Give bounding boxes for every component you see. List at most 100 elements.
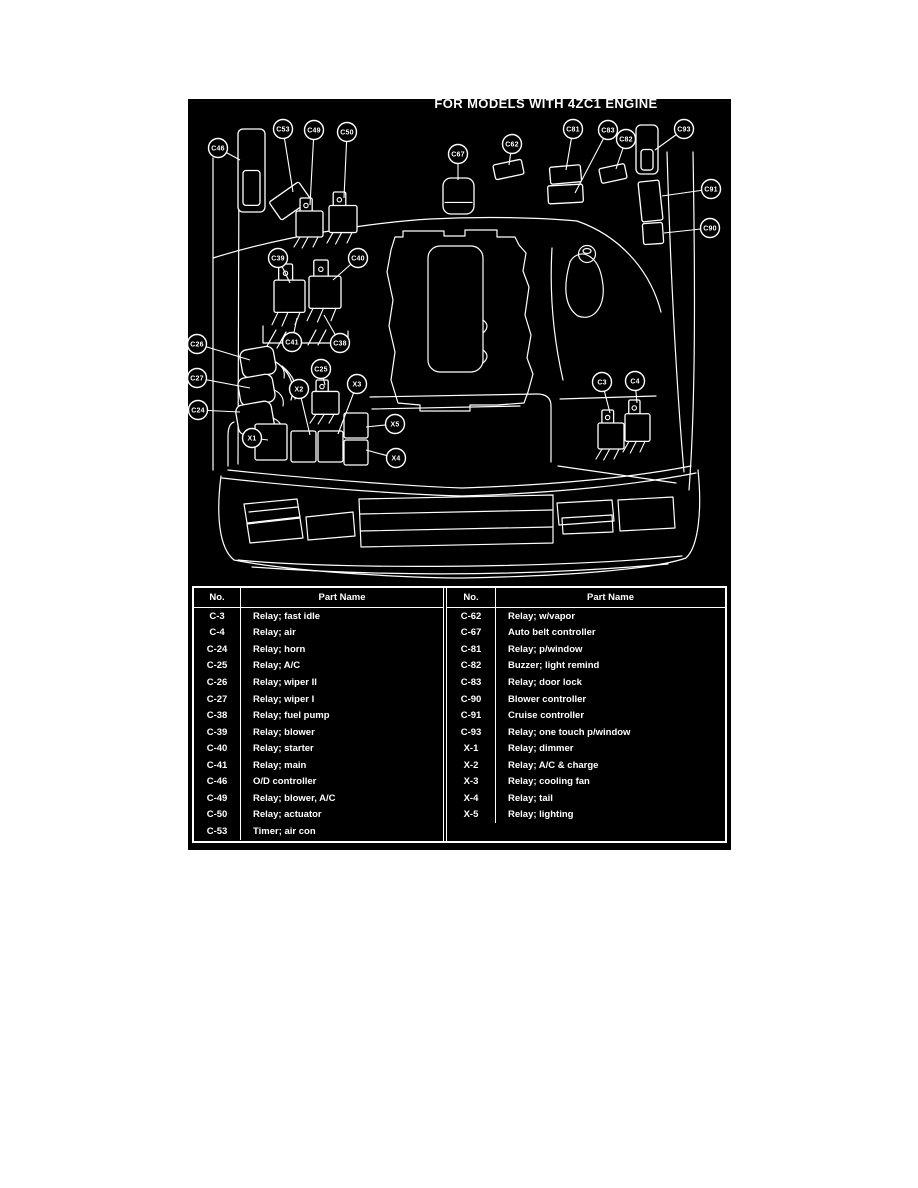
callout-C62: C62: [501, 133, 523, 166]
part-c50-relay: [326, 191, 358, 245]
part-c90-controller: [641, 221, 665, 246]
cell-part-name: Relay; air: [253, 627, 296, 639]
callout-label: C38: [333, 341, 346, 348]
cell-part-name: Relay; p/window: [508, 643, 583, 655]
cell-no: C-27: [194, 690, 241, 708]
cell-no: X-5: [447, 806, 496, 824]
cell-part-name: Relay; fuel pump: [253, 710, 330, 722]
cell-part-name: Relay; A/C: [253, 660, 301, 672]
callout-label: C41: [285, 340, 298, 347]
cell-part-name: Relay; fast idle: [253, 610, 321, 622]
cell-part-name: O/D controller: [253, 776, 317, 788]
callout-X2: X2: [288, 378, 311, 436]
callout-C90: C90: [663, 217, 721, 239]
callout-label: X5: [391, 422, 400, 429]
cell-part-name: Relay; lighting: [508, 809, 574, 821]
cell-part-name: Relay; blower, A/C: [253, 792, 336, 804]
table-row: C-24 Relay; horn: [194, 641, 443, 658]
table-center-divider: [444, 588, 447, 841]
part-c4-relay: [622, 399, 651, 454]
cell-no: X-4: [447, 790, 496, 807]
part-c83-relay: [547, 183, 584, 205]
cell-no: X-3: [447, 773, 496, 791]
callout-label: X3: [353, 382, 362, 389]
table-row: C-62 Relay; w/vapor: [447, 608, 725, 625]
cell-part-name: Relay; wiper I: [253, 693, 315, 705]
table-header-row: No. Part Name: [447, 588, 725, 608]
part-c81-relay: [548, 164, 583, 185]
table-row: C-49 Relay; blower, A/C: [194, 790, 443, 807]
part-c82-buzzer: [598, 163, 628, 184]
callout-label: C24: [191, 408, 204, 415]
table-header-row: No. Part Name: [194, 588, 443, 608]
callout-C53: C53: [272, 118, 294, 193]
part-x4-relay: [343, 439, 369, 466]
callout-C3: C3: [591, 371, 613, 414]
cell-part-name: Relay; one touch p/window: [508, 726, 631, 738]
cell-no: C-49: [194, 790, 241, 807]
table-row: C-25 Relay; A/C: [194, 657, 443, 675]
callout-C49: C49: [303, 119, 325, 206]
callout-label: C93: [677, 127, 690, 134]
part-x3-relay: [317, 430, 344, 463]
cell-part-name: Relay; horn: [253, 643, 306, 655]
callout-C83: C83: [574, 119, 619, 194]
cell-no: C-62: [447, 608, 496, 625]
cell-part-name: Relay; w/vapor: [508, 610, 576, 622]
callout-label: C67: [451, 152, 464, 159]
cell-no: X-2: [447, 756, 496, 774]
cell-no: C-40: [194, 740, 241, 757]
part-c3-relay: [595, 409, 625, 461]
callout-C24: C24: [188, 399, 241, 421]
part-c26-relay: [239, 345, 285, 379]
cell-part-name: Blower controller: [508, 693, 587, 705]
callout-C91: C91: [661, 178, 722, 200]
cell-part-name: Relay; cooling fan: [508, 776, 590, 788]
part-c67-controller: [442, 177, 475, 215]
cell-no: C-25: [194, 657, 241, 675]
callout-label: X2: [295, 387, 304, 394]
part-x5-relay: [343, 412, 369, 439]
diagram-panel: FOR MODELS WITH 4ZC1 ENGINE: [188, 99, 731, 850]
callout-X5: X5: [365, 413, 406, 435]
part-c46-od-controller: [237, 128, 266, 213]
cell-no: C-24: [194, 641, 241, 658]
col-header-no: No.: [447, 588, 496, 607]
callout-C38: C38: [323, 314, 351, 354]
callout-label: X1: [248, 436, 257, 443]
cell-part-name: Cruise controller: [508, 710, 585, 722]
cell-part-name: Relay; wiper II: [253, 676, 317, 688]
callout-C40: C40: [332, 247, 369, 281]
callout-C27: C27: [188, 367, 251, 389]
cell-part-name: Relay; door lock: [508, 676, 582, 688]
callout-label: C39: [271, 256, 284, 263]
callout-label: C81: [566, 127, 579, 134]
callout-label: C26: [190, 342, 203, 349]
cell-no: C-50: [194, 806, 241, 824]
cell-no: C-67: [447, 624, 496, 642]
cell-part-name: Timer; air con: [253, 825, 316, 837]
part-x2-relay: [290, 430, 317, 463]
callout-X1: X1: [241, 427, 269, 449]
table-row: C-27 Relay; wiper I: [194, 690, 443, 708]
cell-no: C-3: [194, 608, 241, 625]
callout-C39: C39: [267, 247, 291, 284]
